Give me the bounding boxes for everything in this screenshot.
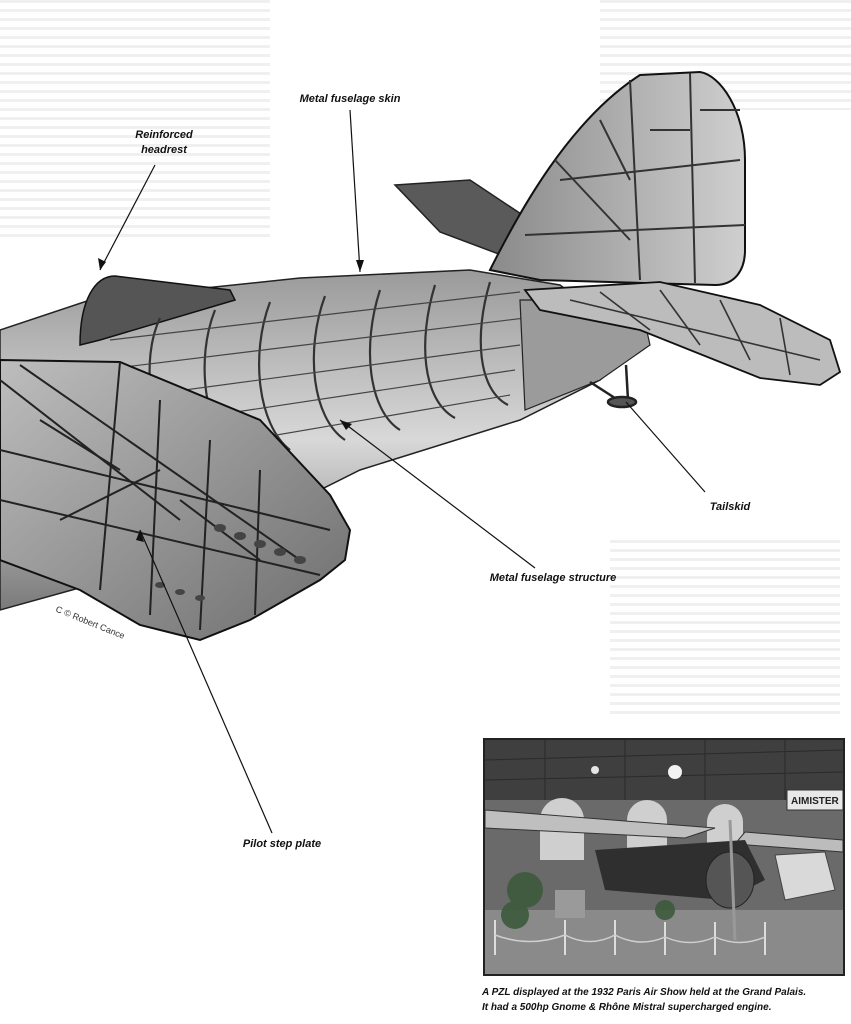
headrest	[79, 275, 237, 346]
show-through-text-left	[0, 0, 270, 240]
leader-lines	[99, 109, 706, 834]
leader-arrowheads	[98, 258, 364, 542]
photo-scene: AIMISTER	[485, 740, 843, 974]
tail-fin	[488, 70, 746, 287]
photo-sign-text: AIMISTER	[791, 796, 840, 807]
callout-fuselage-structure: Metal fuselage structure	[489, 572, 617, 584]
caption-line-2: It had a 500hp Gnome & Rhône Mistral sup…	[482, 1002, 772, 1013]
callout-headrest: Reinforced headrest	[135, 129, 193, 156]
main-wing	[0, 358, 352, 642]
photo-caption: A PZL displayed at the 1932 Paris Air Sh…	[482, 985, 847, 1015]
callout-fuselage-skin: Metal fuselage skin	[299, 93, 401, 105]
tailskid	[589, 364, 638, 409]
callout-pilot-step-plate: Pilot step plate	[242, 838, 322, 850]
callout-tailskid: Tailskid	[709, 501, 751, 513]
show-through-text-right-mid	[610, 540, 840, 720]
fin-structure	[524, 72, 746, 284]
air-show-photo: AIMISTER	[483, 738, 845, 976]
wing-lightening-holes	[155, 524, 306, 601]
tailplane-structure	[569, 289, 821, 376]
caption-line-1: A PZL displayed at the 1932 Paris Air Sh…	[482, 987, 807, 998]
